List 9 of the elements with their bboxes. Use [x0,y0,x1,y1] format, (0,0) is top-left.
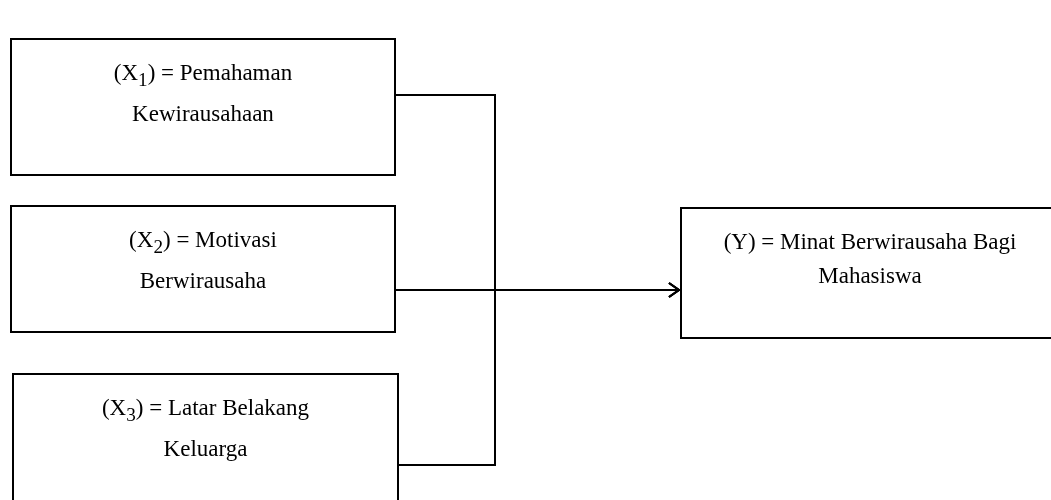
variable-box [680,207,1051,339]
variable-label: (X$_{3}$) = Latar Belakang Keluarga [100,394,311,463]
variable-label: (X$_{2}$) = Motivasi Berwirausaha [128,226,278,295]
variable-box [10,205,396,333]
variable-box [12,373,399,500]
variable-label: (Y) = Minat Berwirausaha Bagi Mahasiswa [722,228,1018,290]
variable-label: (X$_{1}$) = Pemahaman Kewirausahaan [112,59,294,128]
arrow [398,282,680,466]
variable-box [10,38,396,176]
